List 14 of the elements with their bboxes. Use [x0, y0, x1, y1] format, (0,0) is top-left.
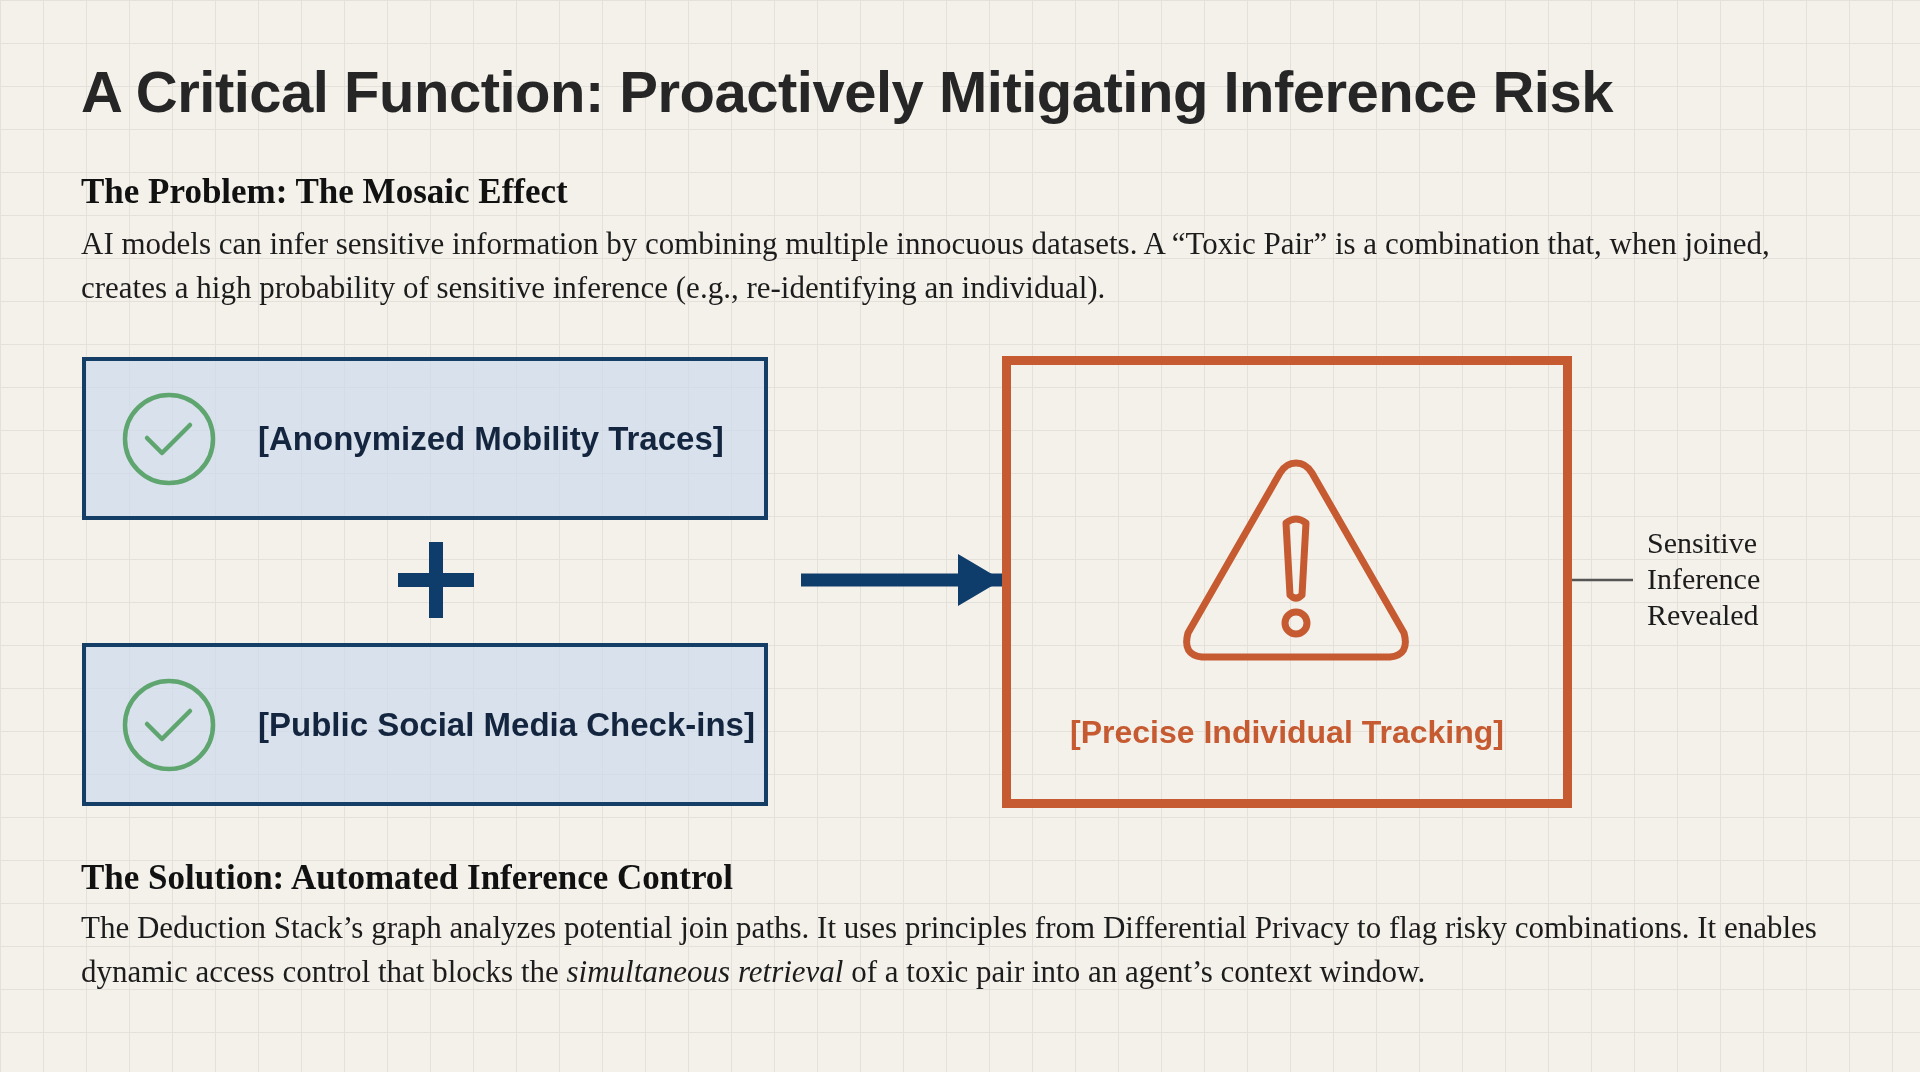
dataset-label: [Public Social Media Check-ins]: [258, 705, 755, 744]
alert-box: [1002, 356, 1572, 808]
paragraph: The Deduction Stack’s graph analyzes potential join paths. It uses principles from Differential Privacy to flag risky combinations. It enables dynamic access control that blocks the simultaneous retrieval of a toxic pair into an agent’s context window.: [81, 909, 1818, 991]
dataset-label: [Anonymized Mobility Traces]: [258, 419, 724, 458]
dataset-box: [82, 643, 768, 806]
leader-line: [1572, 578, 1633, 582]
dataset-box: [82, 357, 768, 520]
arrow: [801, 554, 1002, 606]
callout-label: Sensitive Inference Revealed: [1647, 525, 1807, 633]
section-heading: The Problem: The Mosaic Effect: [81, 172, 568, 212]
alert-label: [Precise Individual Tracking]: [1069, 714, 1505, 751]
paragraph: AI models can infer sensitive information by combining multiple innocuous datasets. A “Toxic Pair” is a combination that, when joined, creates a high probability of sensitive inference (e.g., re-identifying an individual).: [81, 225, 1771, 307]
title: A Critical Function: Proactively Mitigating Inference Risk: [81, 58, 1613, 125]
section-heading: The Solution: Automated Inference Control: [81, 858, 734, 898]
